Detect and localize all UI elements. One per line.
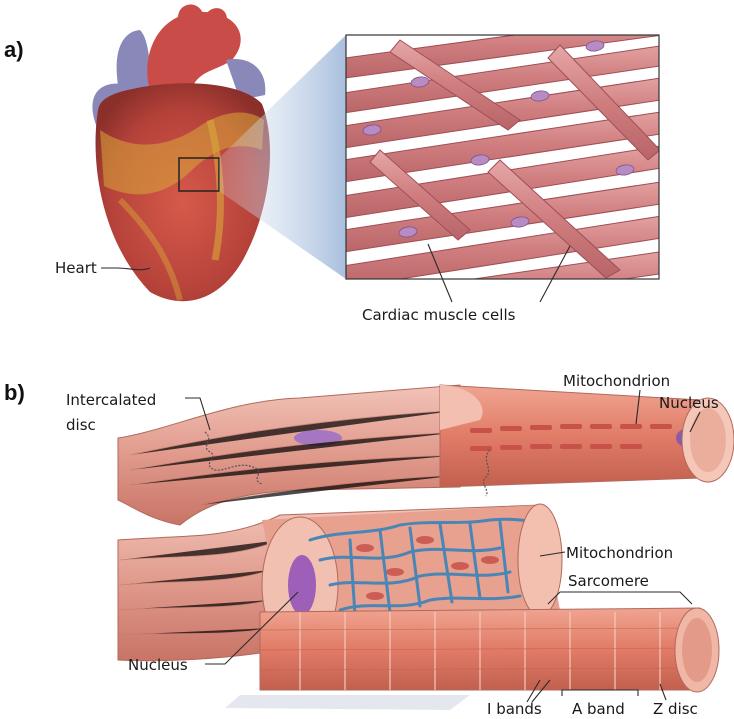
a-band-bracket — [562, 690, 638, 696]
cardiac-cells-magnified — [330, 10, 700, 322]
a-band-label: A band — [572, 700, 625, 718]
intercalated-disc-label-line1: Intercalated — [66, 391, 156, 409]
mitochondrion-top-label: Mitochondrion — [563, 372, 670, 390]
heart-label: Heart — [55, 259, 97, 277]
mitochondrion-mid-label: Mitochondrion — [566, 544, 673, 562]
sarcomere-bracket — [548, 592, 692, 604]
nucleus-top-label: Nucleus — [659, 394, 719, 412]
panel-a-letter: a) — [4, 37, 24, 62]
intercalated-disc-label-line2: disc — [66, 416, 96, 434]
z-disc-label: Z disc — [653, 700, 698, 718]
i-bands-label: I bands — [487, 700, 542, 718]
cardiac-cells-label: Cardiac muscle cells — [362, 306, 516, 324]
panel-b-letter: b) — [4, 380, 25, 405]
sarcomere-label: Sarcomere — [568, 572, 649, 590]
nucleus-bottom-label: Nucleus — [128, 656, 188, 674]
